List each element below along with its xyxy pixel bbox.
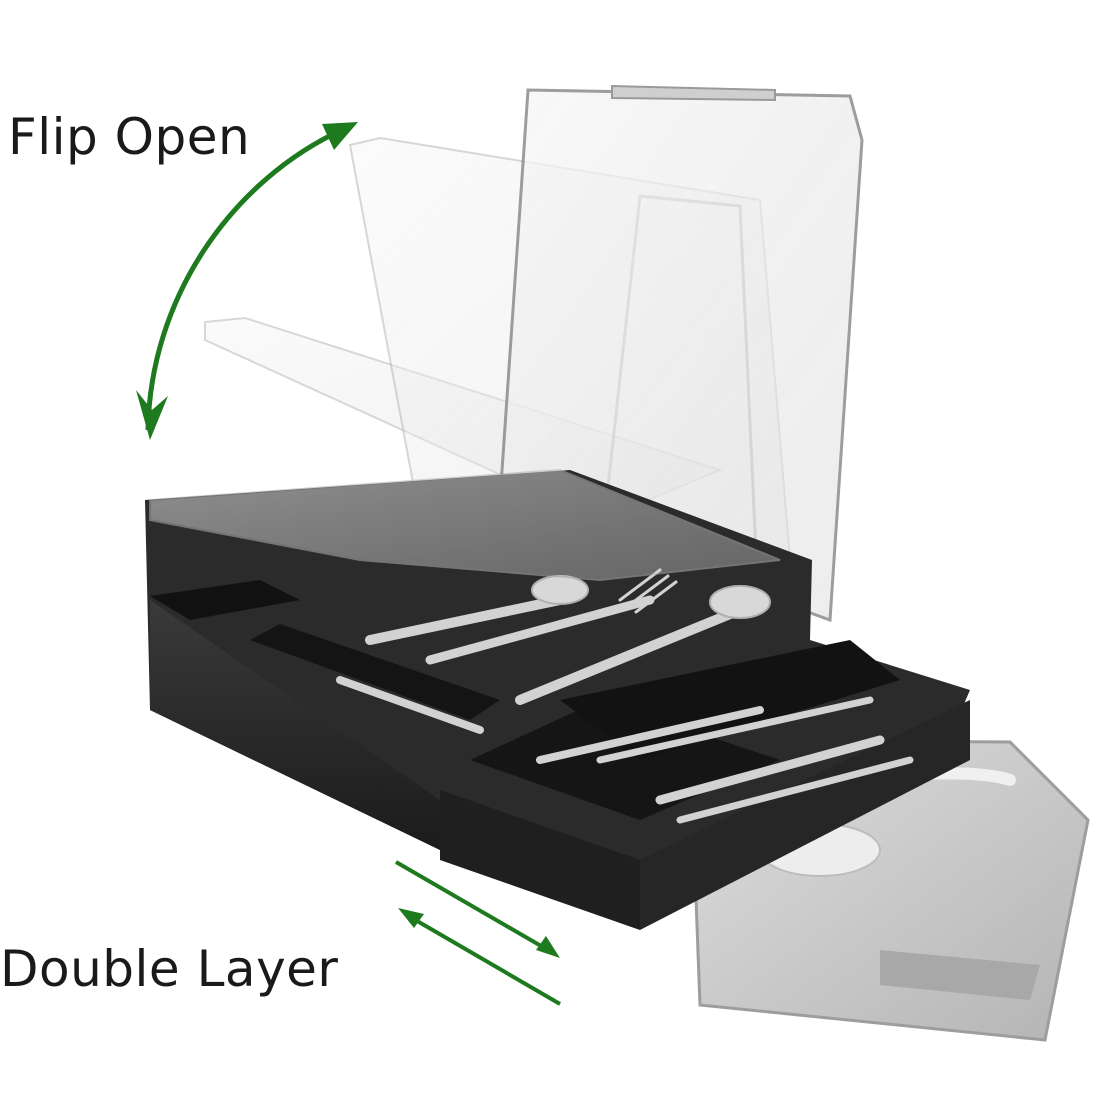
flip-open-caption: Flip Open (8, 108, 251, 166)
cutlery-set (336, 568, 914, 824)
double-layer-caption: Double Layer (0, 940, 339, 998)
tray-upper-layer (145, 470, 970, 930)
lid-closing (149, 468, 781, 582)
parallel-double-arrow-icon (394, 860, 562, 1006)
curved-double-arrow-icon (136, 122, 358, 440)
